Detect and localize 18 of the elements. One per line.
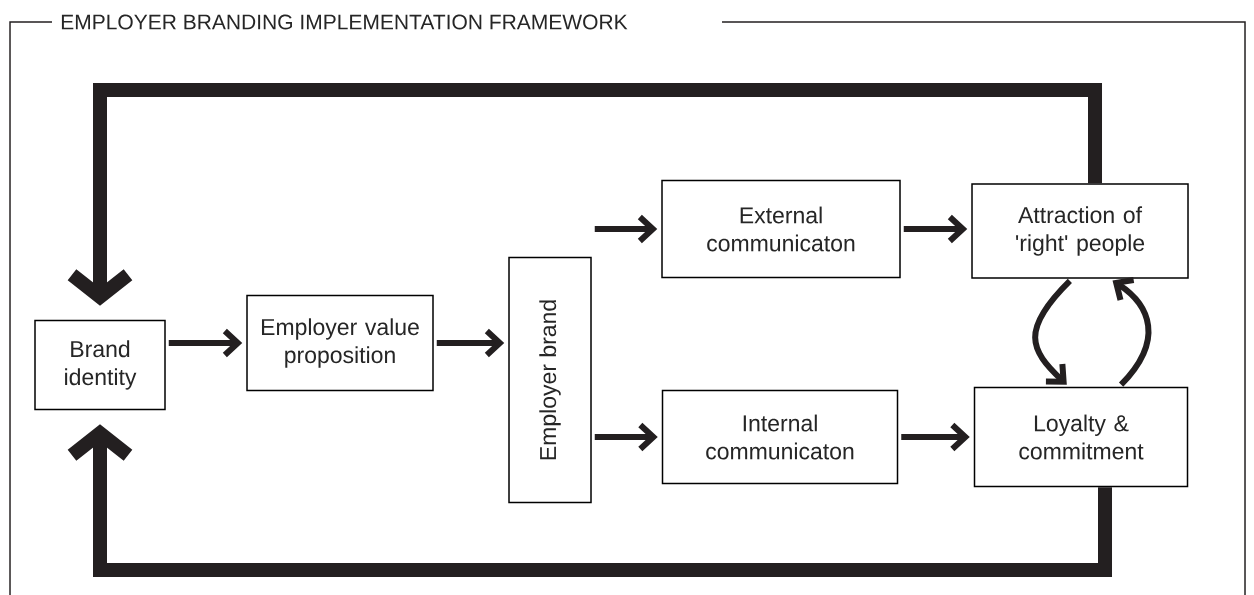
process-box: Brand identity [34, 319, 166, 411]
arrow [1112, 276, 1152, 387]
process-box: Employer brand [508, 256, 592, 504]
process-box: Attraction of 'right' people [971, 183, 1189, 279]
frame-title: EMPLOYER BRANDING IMPLEMENTATION FRAMEWORK [61, 14, 628, 30]
arrow [594, 214, 658, 244]
arrow [903, 214, 968, 244]
process-box: Internal communicaton [661, 389, 899, 485]
arrow [1032, 278, 1073, 385]
process-box: External communicaton [661, 179, 901, 279]
arrow [901, 422, 970, 452]
arrow [168, 328, 243, 358]
process-box: Employer value proposition [246, 294, 434, 392]
arrow [436, 328, 505, 358]
arrow [67, 83, 1102, 306]
process-box: Loyalty & commitment [973, 386, 1189, 488]
arrow [67, 424, 1112, 577]
arrow [594, 422, 658, 452]
